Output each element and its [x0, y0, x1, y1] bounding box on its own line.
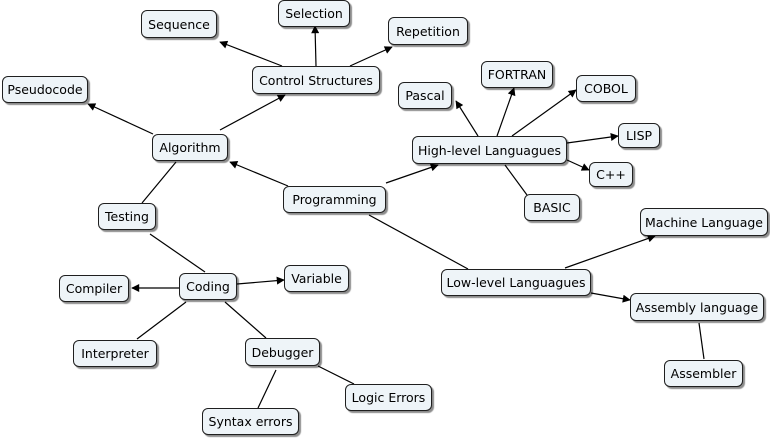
node-fortran[interactable]: FORTRAN: [481, 61, 553, 88]
node-machine-language[interactable]: Machine Language: [640, 208, 768, 236]
node-programming[interactable]: Programming: [283, 186, 386, 213]
edge-debugger-logic: [317, 365, 355, 385]
edge-algorithm-testing: [141, 161, 177, 204]
edge-highlevel-to-cpp: [566, 159, 590, 171]
node-low-level-languages[interactable]: Low-level Languagues: [441, 269, 591, 296]
edge-control-to-sequence: [219, 40, 283, 67]
node-algorithm[interactable]: Algorithm: [152, 134, 228, 161]
node-basic[interactable]: BASIC: [524, 194, 580, 221]
node-cpp[interactable]: C++: [589, 162, 633, 187]
node-variable[interactable]: Variable: [284, 265, 349, 292]
edge-testing-coding: [149, 233, 206, 273]
edge-algorithm-to-pseudocode: [87, 103, 154, 135]
node-coding[interactable]: Coding: [179, 273, 237, 300]
edge-highlevel-basic: [504, 164, 528, 196]
edge-highlevel-to-pascal: [455, 100, 479, 137]
node-cobol[interactable]: COBOL: [576, 75, 636, 102]
edge-coding-interpreter: [136, 301, 187, 340]
node-compiler[interactable]: Compiler: [59, 275, 129, 302]
edge-coding-debugger: [224, 301, 267, 339]
node-lisp[interactable]: LISP: [618, 123, 660, 148]
node-testing[interactable]: Testing: [98, 203, 156, 230]
edge-control-to-selection: [311, 25, 320, 67]
node-debugger[interactable]: Debugger: [245, 338, 320, 366]
node-sequence[interactable]: Sequence: [141, 10, 217, 38]
edge-control-to-repetition: [349, 46, 393, 67]
edge-assembly-assembler: [698, 322, 705, 360]
node-interpreter[interactable]: Interpreter: [73, 340, 157, 367]
node-high-level-languages[interactable]: High-level Languagues: [412, 136, 567, 164]
node-syntax-errors[interactable]: Syntax errors: [202, 408, 299, 435]
node-assembly-language[interactable]: Assembly language: [630, 293, 764, 321]
node-logic-errors[interactable]: Logic Errors: [345, 384, 432, 411]
node-pascal[interactable]: Pascal: [398, 82, 452, 109]
edge-debugger-syntax: [257, 369, 277, 409]
node-pseudocode[interactable]: Pseudocode: [2, 76, 88, 103]
edge-coding-to-variable: [236, 276, 285, 285]
edge-highlevel-to-fortran: [496, 87, 516, 137]
edge-programming-to-algorithm: [229, 161, 289, 187]
edge-highlevel-to-cobol: [511, 89, 577, 137]
edge-programming-lowlevel: [368, 214, 469, 270]
edge-programming-to-highlevel: [385, 163, 439, 184]
edge-highlevel-to-lisp: [566, 133, 619, 144]
node-assembler[interactable]: Assembler: [664, 360, 743, 387]
edge-algorithm-to-control: [219, 94, 286, 131]
node-selection[interactable]: Selection: [278, 0, 350, 27]
node-control-structures[interactable]: Control Structures: [252, 66, 380, 94]
edge-lowlevel-to-machine: [564, 234, 656, 269]
edge-lowlevel-to-assembly: [590, 292, 631, 303]
node-repetition[interactable]: Repetition: [388, 17, 468, 45]
